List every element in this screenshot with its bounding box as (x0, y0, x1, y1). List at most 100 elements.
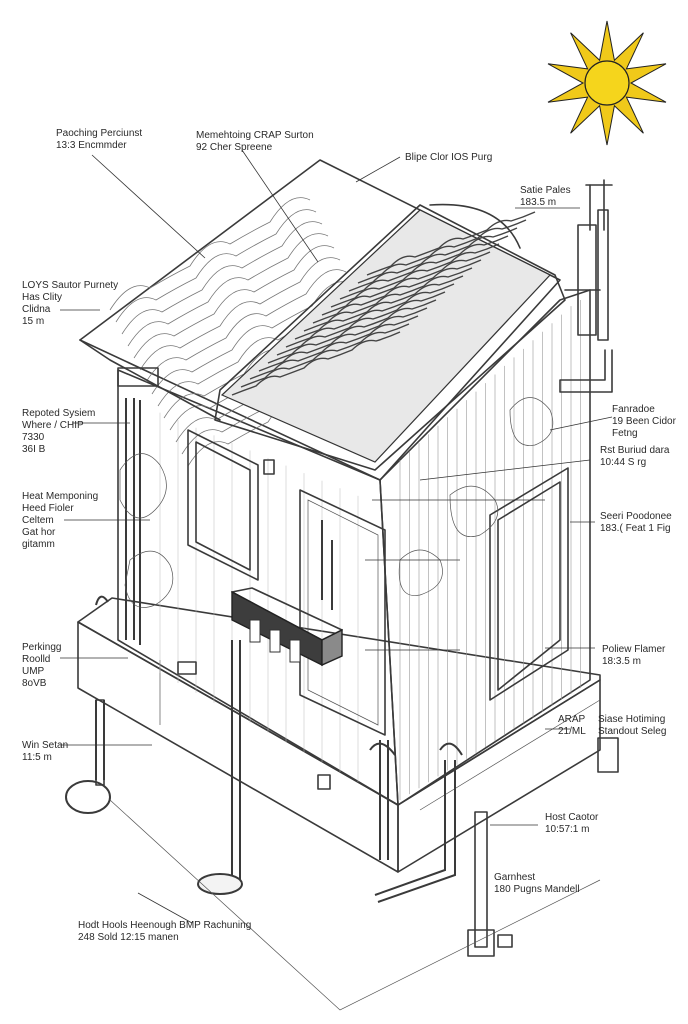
label-heat-line: Heat Memponing (22, 491, 98, 502)
roof-wave (115, 209, 317, 323)
label-siase-line: Siase Hotiming (598, 714, 665, 725)
roof-wave (133, 245, 335, 359)
panel-wave (267, 299, 437, 364)
window-left (187, 429, 259, 581)
label-win-setan-line: Win Setan (22, 740, 68, 751)
house-drawing (65, 159, 619, 957)
satellite-pole (559, 179, 613, 393)
label-loys-line: LOYS Sautor Purnety (22, 280, 118, 291)
panel-wave (330, 243, 500, 308)
label-garnhest-line: 180 Pugns Mandell (494, 884, 580, 895)
label-top-left-line: Paoching Perciunst (56, 128, 142, 139)
base-platform-left (77, 621, 399, 873)
panel-wave (321, 251, 491, 316)
label-siase-line: Standout Seleg (598, 726, 666, 737)
label-satie-pales-line: 183.5 m (520, 197, 556, 208)
door (299, 489, 386, 736)
label-loys-line: Has Clity (22, 292, 62, 303)
label-satie-pales-line: Satie Pales (520, 185, 571, 196)
label-parking-line: Roolld (22, 654, 50, 665)
label-repoted-line: Repoted Sysiem (22, 408, 95, 419)
label-top-right: Blipe Clor IOS Purg (405, 152, 492, 163)
label-rst-buriid-line: Rst Buriud dara (600, 445, 670, 456)
label-bottom-line: Hodt Hools Heenough BMP Rachuning (78, 920, 251, 931)
label-parking-line: UMP (22, 666, 45, 677)
leader-lines (60, 149, 613, 1011)
label-heat-line: Celtem (22, 515, 54, 526)
roof-wave (109, 197, 311, 311)
roof-wave (139, 257, 341, 371)
label-heat-line: gitamm (22, 539, 55, 550)
heat-pump-unit (231, 587, 343, 667)
label-parking-line: Perkingg (22, 642, 61, 653)
roof-wave (121, 221, 323, 335)
label-top-center-line: 92 Cher Spreene (196, 142, 273, 153)
panel-wave (231, 331, 401, 396)
label-poliew-line: 18:3.5 m (602, 656, 641, 667)
panel-wave (348, 227, 518, 292)
panel-wave (339, 235, 509, 300)
label-fanradoe-line: Fanradoe (612, 404, 655, 415)
label-win-setan-line: 11:5 m (22, 752, 52, 763)
label-garnhest-line: Garnhest (494, 872, 535, 883)
panel-wave (249, 315, 419, 380)
label-seeri-line: 183.( Feat 1 Fig (600, 523, 671, 534)
label-arap-line: ARAP (558, 714, 586, 725)
label-repoted-line: 7330 (22, 432, 45, 443)
window-right (489, 467, 569, 701)
label-top-center-line: Memehtoing CRAP Surton (196, 130, 314, 141)
label-host-caotor-line: Host Caotor (545, 812, 599, 823)
panel-wave (357, 219, 527, 284)
label-arap-line: 21/ML (558, 726, 586, 737)
panel-wave (366, 211, 536, 276)
label-loys-line: 15 m (22, 316, 44, 327)
panel-wave (258, 307, 428, 372)
support-legs (95, 699, 513, 957)
label-heat-line: Heed Fioler (22, 503, 74, 514)
gutter-box (117, 367, 159, 387)
panel-wave (294, 275, 464, 340)
label-heat-line: Gat hor (22, 527, 56, 538)
wall-front (379, 289, 591, 806)
panel-wave (312, 259, 482, 324)
panel-wave (276, 291, 446, 356)
label-bottom-line: 248 Sold 12:15 manen (78, 932, 179, 943)
label-top-left-line: 13:3 Encmmder (56, 140, 127, 151)
label-fanradoe-line: 19 Been Cidor (612, 416, 677, 427)
roof-wave (127, 233, 329, 347)
label-seeri-line: Seeri Poodonee (600, 511, 672, 522)
label-fanradoe-line: Fetng (612, 428, 638, 439)
label-host-caotor-line: 10:57:1 m (545, 824, 589, 835)
label-top-right-line: Blipe Clor IOS Purg (405, 152, 492, 163)
label-repoted-line: 36I B (22, 444, 46, 455)
label-repoted-line: Where / CHIP (22, 420, 84, 431)
roof-wave (145, 269, 347, 383)
sun-icon (547, 20, 667, 146)
wall-bracket (597, 737, 619, 773)
label-rst-buriid-line: 10:44 S rg (600, 457, 646, 468)
panel-wave (240, 323, 410, 388)
base-platform-top (77, 597, 601, 806)
label-loys-line: Clidna (22, 304, 51, 315)
solar-panel (214, 203, 566, 471)
panel-wave (303, 267, 473, 332)
